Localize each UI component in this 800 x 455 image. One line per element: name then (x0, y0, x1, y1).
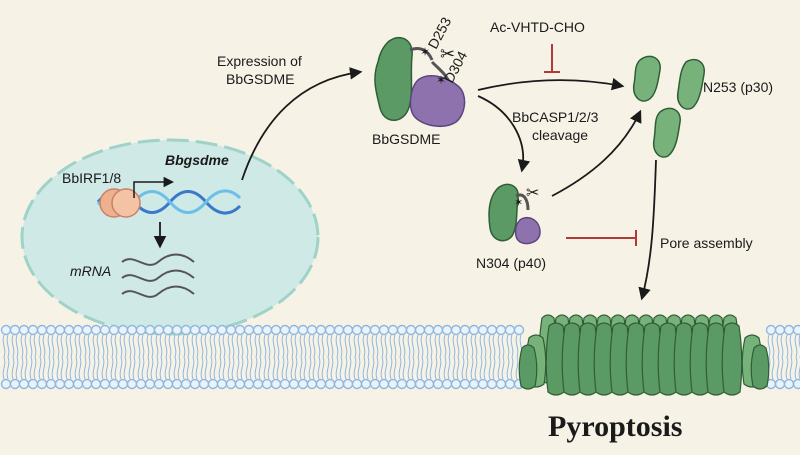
svg-text:✶: ✶ (514, 197, 523, 209)
mrna-label: mRNA (70, 263, 111, 279)
inhibition-bar-pore (566, 230, 636, 246)
gene-name: Bbgsdme (165, 152, 229, 168)
p30-fragments (634, 56, 705, 157)
pore-assembly-arrow (642, 160, 656, 298)
inhibition-bar-caspase (544, 44, 560, 72)
cleavage-label-line1: BbCASP1/2/3 (512, 109, 599, 125)
outcome-label: Pyroptosis (548, 410, 682, 443)
p40-label: N304 (p40) (476, 255, 546, 271)
p30-label: N253 (p30) (703, 79, 773, 95)
svg-text:✂: ✂ (526, 185, 539, 202)
scissors-p40-icon: ✂ (526, 185, 539, 202)
cleavage-label-line2: cleavage (532, 127, 588, 143)
gasdermin-pore (519, 315, 769, 395)
cleavage-site-p40-icon: ✶ (514, 197, 523, 209)
cleavage-arrow-to-p40 (478, 96, 523, 170)
pore-assembly-label: Pore assembly (660, 235, 753, 251)
expression-label-line1: Expression of (217, 53, 302, 69)
protein-label: BbGSDME (372, 131, 440, 147)
inhibitor-label: Ac-VHTD-CHO (490, 19, 585, 35)
transcription-factor-label: BbIRF1/8 (62, 170, 121, 186)
expression-label-line2: BbGSDME (226, 71, 294, 87)
svg-text:✂: ✂ (440, 44, 455, 64)
cleavage-arrow-to-p30 (478, 80, 622, 90)
scissors-icon: ✂ (440, 44, 455, 64)
